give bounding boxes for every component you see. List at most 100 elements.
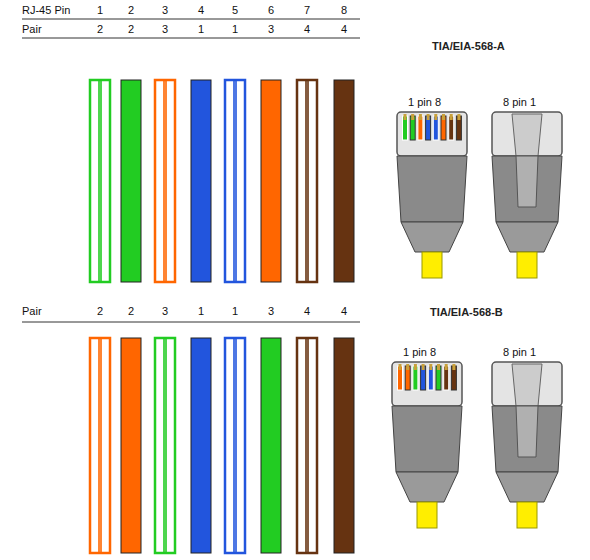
wire-stripe — [233, 338, 237, 553]
table-cell: 4 — [297, 305, 317, 318]
wire-stripe — [98, 338, 102, 553]
standard-title: TIA/EIA-568-B — [430, 306, 503, 319]
table-cell: 6 — [261, 4, 281, 17]
plug-body — [392, 406, 462, 472]
solid-wire — [261, 338, 281, 553]
row-label: Pair — [22, 305, 42, 318]
plug-contact — [434, 114, 437, 120]
plug-contact — [427, 114, 430, 120]
striped-wire — [297, 338, 317, 553]
table-rule — [22, 322, 360, 323]
plug-contact — [442, 114, 445, 120]
plug-head — [492, 112, 562, 156]
plug-body — [397, 156, 467, 222]
table-cell: 3 — [155, 4, 175, 17]
latch-arm — [516, 156, 538, 207]
table-cell: 3 — [261, 305, 281, 318]
plug-contact — [404, 114, 407, 120]
table-cell: 2 — [90, 305, 110, 318]
plug-contact — [445, 364, 448, 370]
wire-stripe — [98, 80, 102, 282]
striped-wire — [297, 80, 317, 282]
rj45-plug-front — [392, 362, 462, 528]
solid-wire — [121, 80, 141, 282]
table-cell: 1 — [90, 4, 110, 17]
striped-wire — [90, 338, 110, 553]
plug-head — [397, 112, 467, 156]
plug-body — [492, 406, 562, 472]
plug-contact — [457, 114, 460, 120]
plug-contact — [437, 364, 440, 370]
striped-wire — [225, 338, 245, 553]
table-cell: 4 — [191, 4, 211, 17]
table-cell: 7 — [297, 4, 317, 17]
plug-contact — [411, 114, 414, 120]
row-label: 1 pin 8 — [408, 96, 441, 109]
table-cell: 3 — [155, 305, 175, 318]
solid-wire — [191, 80, 211, 282]
cable-end — [417, 502, 437, 528]
plug-contact — [419, 114, 422, 120]
table-cell: 1 — [225, 23, 245, 36]
table-rule — [22, 38, 360, 39]
table-cell: 1 — [225, 305, 245, 318]
wire-stripe — [305, 80, 309, 282]
row-label: RJ-45 Pin — [22, 4, 70, 17]
plug-boot — [401, 222, 463, 252]
plug-contact — [414, 364, 417, 370]
striped-wire — [90, 80, 110, 282]
cable-end — [422, 252, 442, 278]
plug-contact — [399, 364, 402, 370]
rj45-plug-front — [397, 112, 467, 278]
plug-contact — [422, 364, 425, 370]
latch-arm — [516, 406, 538, 457]
plug-boot — [496, 472, 558, 502]
table-cell: 1 — [191, 23, 211, 36]
table-cell: 3 — [261, 23, 281, 36]
solid-wire — [191, 338, 211, 553]
plug-head — [492, 362, 562, 406]
plug-latch — [512, 364, 542, 406]
row-label: Pair — [22, 23, 42, 36]
wire-stripe — [233, 80, 237, 282]
table-cell: 8 — [334, 4, 354, 17]
table-rule — [22, 19, 360, 20]
wire-stripe — [163, 80, 167, 282]
table-cell: 4 — [297, 23, 317, 36]
solid-wire — [334, 338, 354, 553]
plug-head — [392, 362, 462, 406]
wire-stripe — [305, 338, 309, 553]
plug-body — [492, 156, 562, 222]
table-cell: 1 — [191, 305, 211, 318]
table-cell: 3 — [155, 23, 175, 36]
striped-wire — [225, 80, 245, 282]
table-cell: 4 — [334, 305, 354, 318]
wire-stripe — [163, 338, 167, 553]
solid-wire — [334, 80, 354, 282]
rj45-plug-back — [492, 362, 562, 528]
plug-contact — [429, 364, 432, 370]
standard-title: TIA/EIA-568-A — [432, 40, 505, 53]
row-label: 8 pin 1 — [503, 96, 536, 109]
table-cell: 2 — [121, 4, 141, 17]
rj45-plug-back — [492, 112, 562, 278]
plug-boot — [396, 472, 458, 502]
plug-contact — [452, 364, 455, 370]
table-cell: 5 — [225, 4, 245, 17]
table-cell: 2 — [121, 23, 141, 36]
striped-wire — [155, 338, 175, 553]
row-label: 1 pin 8 — [403, 346, 436, 359]
solid-wire — [121, 338, 141, 553]
table-cell: 4 — [334, 23, 354, 36]
cable-end — [517, 502, 537, 528]
plug-latch — [512, 114, 542, 156]
solid-wire — [261, 80, 281, 282]
striped-wire — [155, 80, 175, 282]
row-label: 8 pin 1 — [503, 346, 536, 359]
plug-contact — [450, 114, 453, 120]
table-cell: 2 — [90, 23, 110, 36]
cable-end — [517, 252, 537, 278]
plug-contact — [406, 364, 409, 370]
plug-boot — [496, 222, 558, 252]
